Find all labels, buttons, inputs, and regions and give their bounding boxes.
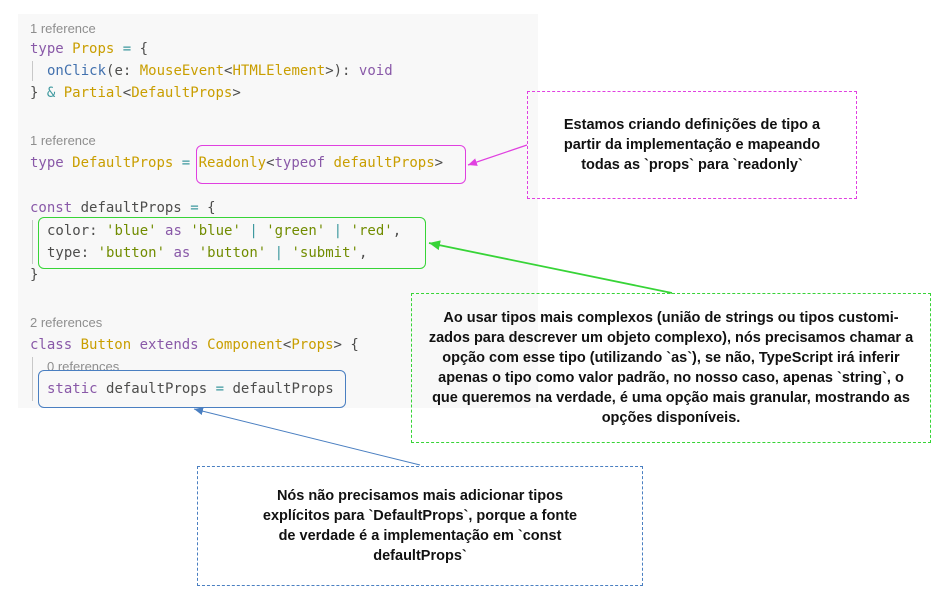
code-line-5: const defaultProps = {: [30, 198, 216, 218]
operator: =: [122, 41, 132, 57]
brace: }: [30, 85, 39, 101]
string: 'submit': [291, 245, 359, 261]
code-line-8: }: [30, 265, 38, 285]
union-annotation: Ao usar tipos mais complexos (união de s…: [411, 293, 931, 443]
static-highlight-box: [38, 370, 346, 408]
keyword: extends: [139, 337, 199, 353]
variable-name: defaultProps: [80, 200, 182, 216]
string: 'button': [198, 245, 267, 261]
type-name: Props: [291, 337, 334, 353]
union-highlight-box: [38, 217, 426, 269]
operator: =: [215, 381, 225, 397]
indent-guide: [32, 357, 33, 401]
static-arrow: [193, 407, 421, 466]
punct: ,: [392, 223, 402, 239]
type-name: HTMLElement: [232, 63, 326, 79]
keyword: void: [358, 63, 393, 79]
code-line-1: type Props = {: [30, 39, 148, 59]
property-key: type:: [47, 245, 98, 261]
keyword: as: [173, 245, 191, 261]
keyword: class: [30, 337, 73, 353]
type-name: Props: [72, 41, 115, 57]
union-arrow: [428, 240, 673, 294]
operator: &: [46, 85, 56, 101]
keyword: typeof: [274, 155, 326, 171]
indent-guide: [32, 61, 33, 81]
punct: >):: [325, 63, 359, 79]
indent-guide: [32, 220, 33, 264]
string: 'red': [350, 223, 393, 239]
class-name: Button: [80, 337, 132, 353]
readonly-highlight-box: [196, 145, 466, 184]
type-name: Partial: [63, 85, 123, 101]
brace: {: [139, 41, 149, 57]
punct: <: [122, 85, 132, 101]
code-line-7: type: 'button' as 'button' | 'submit',: [47, 243, 367, 263]
code-line-10: static defaultProps = defaultProps: [47, 379, 334, 399]
code-line-6: color: 'blue' as 'blue' | 'green' | 'red…: [47, 221, 401, 241]
params: (e:: [106, 63, 140, 79]
code-editor: 1 reference type Props = { onClick(e: Mo…: [18, 14, 538, 408]
code-line-4: type DefaultProps = Readonly<typeof defa…: [30, 153, 443, 173]
punct: >: [232, 85, 241, 101]
keyword: type: [30, 41, 64, 57]
brace: }: [30, 267, 39, 283]
string: 'button': [97, 245, 166, 261]
brace: {: [350, 337, 359, 353]
type-name: Readonly: [198, 155, 267, 171]
operator: |: [274, 245, 284, 261]
type-name: Component: [207, 337, 283, 353]
operator: =: [181, 155, 191, 171]
punct: <: [224, 63, 233, 79]
readonly-arrow: [467, 144, 528, 166]
keyword: type: [30, 155, 64, 171]
keyword: as: [165, 223, 182, 239]
string: 'blue': [190, 223, 241, 239]
keyword: const: [30, 200, 73, 216]
codelens-reference-count[interactable]: 1 reference: [30, 21, 96, 36]
string: 'green': [266, 223, 326, 239]
punct: <: [266, 155, 275, 171]
brace: {: [207, 200, 216, 216]
readonly-annotation: Estamos criando definições de tipo a par…: [527, 91, 857, 199]
type-name: DefaultProps: [131, 85, 233, 101]
punct: <: [282, 337, 292, 353]
code-line-2: onClick(e: MouseEvent<HTMLElement>): voi…: [47, 61, 393, 81]
method-name: onClick: [47, 63, 107, 79]
codelens-reference-count[interactable]: 2 references: [30, 315, 103, 330]
keyword: static: [47, 381, 98, 397]
static-annotation: Nós não precisamos mais adicionar tipos …: [197, 466, 643, 586]
type-name: defaultProps: [333, 155, 435, 171]
type-name: MouseEvent: [139, 63, 225, 79]
string: 'blue': [106, 223, 157, 239]
codelens-reference-count[interactable]: 1 reference: [30, 133, 96, 148]
type-name: DefaultProps: [72, 155, 174, 171]
property-key: color:: [47, 223, 107, 239]
operator: |: [249, 223, 258, 239]
property-name: defaultProps: [106, 381, 208, 397]
punct: ,: [358, 245, 368, 261]
code-line-9: class Button extends Component<Props> {: [30, 335, 359, 355]
punct: >: [434, 155, 444, 171]
code-line-3: } & Partial<DefaultProps>: [30, 83, 241, 103]
operator: |: [333, 223, 343, 239]
punct: >: [333, 337, 342, 353]
operator: =: [190, 200, 199, 216]
variable-name: defaultProps: [232, 381, 334, 397]
